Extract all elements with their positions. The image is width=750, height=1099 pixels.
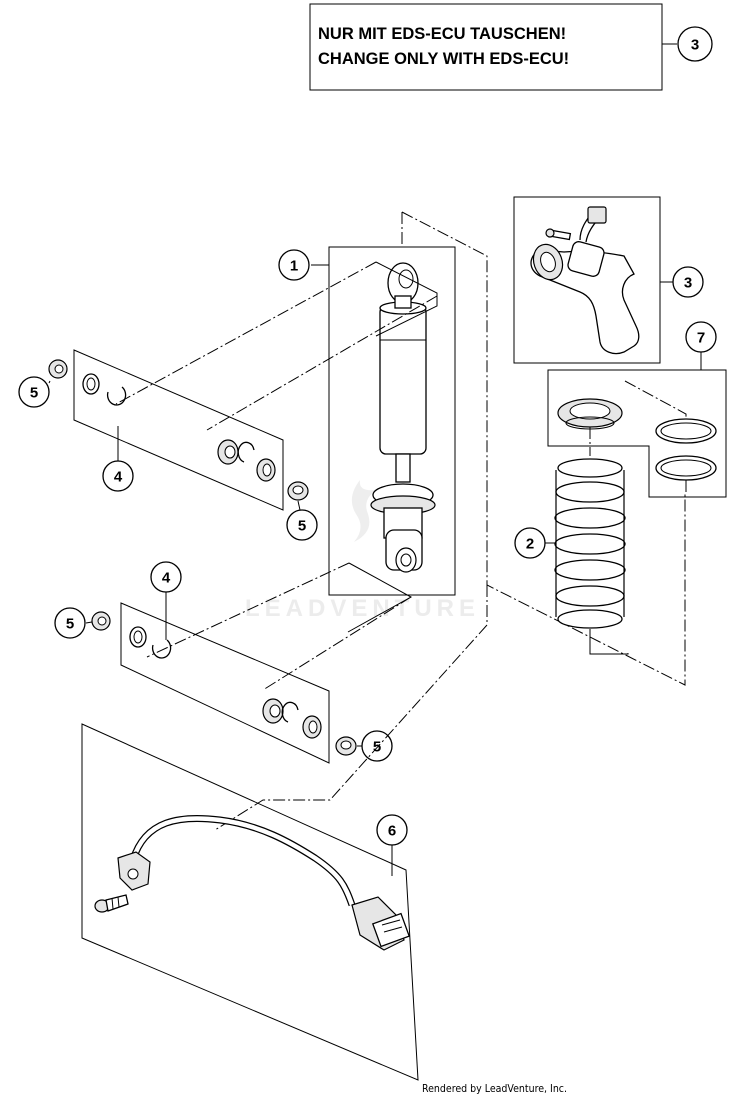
dash-bottom-to-bushing [262, 596, 412, 691]
callout-circle-7[interactable] [685, 321, 717, 353]
circlip-lower-left[interactable] [151, 639, 172, 659]
callout-circle-2[interactable] [514, 527, 546, 559]
callout-circle-5d[interactable] [361, 730, 393, 762]
callout-5c-label: 5 [66, 616, 74, 633]
callout-1-label: 1 [290, 258, 298, 275]
eds-valve-group: 3 [513, 196, 704, 364]
circlip-lower-right[interactable] [281, 701, 299, 723]
callout-note-label: 3 [691, 37, 699, 54]
shock-shaft[interactable] [395, 453, 411, 483]
shock-body[interactable] [379, 305, 427, 455]
replacement-note: NUR MIT EDS-ECU TAUSCHEN! CHANGE ONLY WI… [309, 3, 713, 91]
note-line-english: CHANGE ONLY WITH EDS-ECU! [318, 50, 569, 68]
dash-bottom-to-kit [146, 562, 350, 658]
upper-mounting-kit: 5 4 5 [18, 349, 318, 541]
callout-circle-6[interactable] [376, 814, 408, 846]
eds-valve-connector[interactable] [587, 206, 607, 224]
callout-7-label: 7 [697, 330, 705, 347]
callout-circle-5a[interactable] [18, 376, 50, 408]
sensor-bolt[interactable] [94, 894, 129, 913]
render-credit: Rendered by LeadVenture, Inc. [422, 1083, 567, 1095]
circlip-upper-right[interactable] [237, 441, 255, 463]
callout-circle-1[interactable] [278, 249, 310, 281]
callout-circle-5c[interactable] [54, 607, 86, 639]
callout-4a-label: 4 [114, 469, 123, 486]
note-line-german: NUR MIT EDS-ECU TAUSCHEN! [318, 25, 566, 43]
callout-3-label: 3 [684, 275, 692, 292]
lower-mounting-kit: 5 4 5 [54, 561, 393, 764]
watermark: LEADVENTURE [245, 480, 480, 622]
callout-5a-label: 5 [30, 385, 38, 402]
dash-top-to-bushing [206, 295, 438, 431]
sensor-connector[interactable] [351, 896, 411, 951]
callout-circle-note[interactable] [677, 26, 713, 62]
dash-top-to-kit [115, 261, 377, 405]
callout-circle-3[interactable] [672, 266, 704, 298]
callout-4b-label: 4 [162, 570, 171, 587]
shock-absorber-group: 1 [278, 246, 456, 633]
callout-2-label: 2 [526, 536, 534, 553]
sensor-cable-kit: 6 [81, 723, 419, 1081]
eds-valve-screw[interactable] [545, 228, 572, 241]
watermark-text: LEADVENTURE [245, 595, 480, 622]
coil-spring[interactable] [554, 458, 626, 629]
callout-6-label: 6 [388, 823, 396, 840]
circlip-upper-left[interactable] [106, 386, 127, 406]
callout-circle-4b[interactable] [150, 561, 182, 593]
dash-to-sensor [214, 585, 488, 831]
callout-5b-label: 5 [298, 518, 306, 535]
callout-circle-4a[interactable] [102, 460, 134, 492]
spring-seat-ring-group: 7 [547, 321, 727, 498]
callout-circle-5b[interactable] [286, 509, 318, 541]
coil-spring-group: 2 [514, 458, 629, 655]
